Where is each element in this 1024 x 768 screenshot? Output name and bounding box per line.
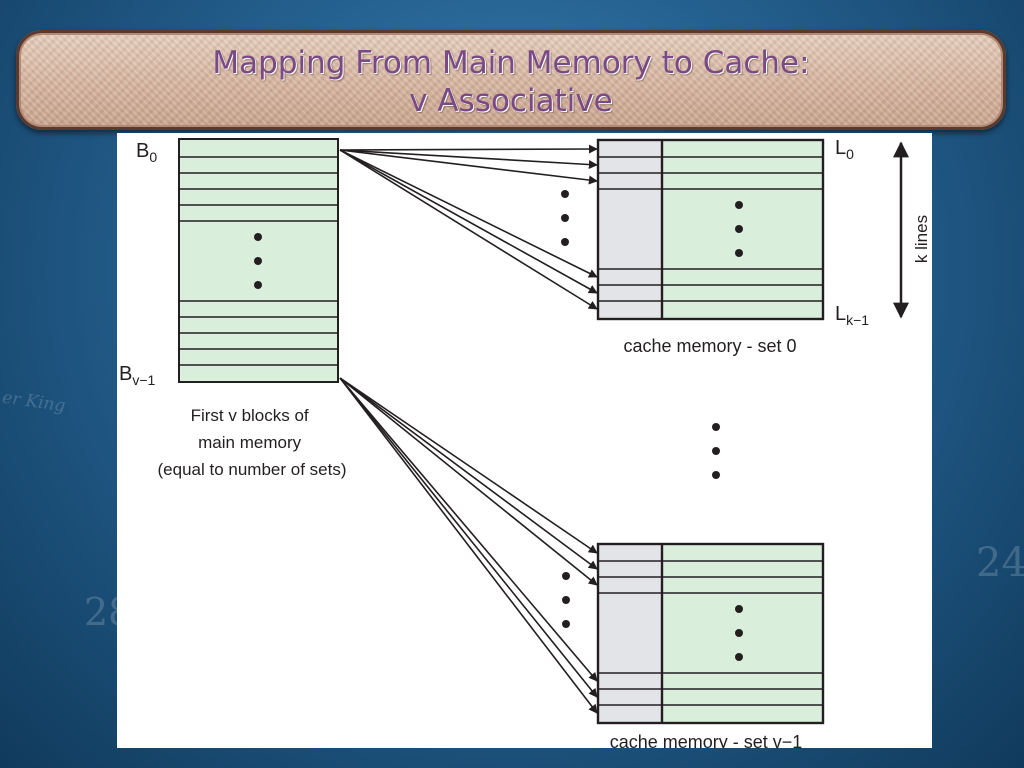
- block-label-last: Bv−1: [119, 363, 156, 388]
- mapping-arrows-block-0: [339, 144, 598, 310]
- cache-set-0-frame: [596, 138, 825, 321]
- k-lines-label: k lines: [912, 215, 931, 263]
- slide-title-line-1: Mapping From Main Memory to Cache:: [212, 45, 810, 81]
- ellipsis-icon: [735, 605, 743, 661]
- ellipsis-icon: [562, 572, 570, 628]
- background-watermark-number: 24: [976, 540, 1024, 586]
- line-label-last: Lk−1: [835, 303, 869, 328]
- cache-set-0: [561, 138, 825, 321]
- cache-set-v-minus-1-tag-column: [598, 544, 662, 723]
- diagram-panel: B0 Bv−1 First v blocks of main memory (e…: [117, 133, 932, 748]
- set-v-minus-1-caption: cache memory - set v−1: [610, 732, 803, 748]
- ellipsis-icon: [254, 233, 262, 289]
- main-memory-caption: First v blocks of main memory (equal to …: [158, 406, 347, 479]
- cache-set-0-tag-column: [598, 140, 662, 319]
- background-watermark-text: er King: [0, 387, 67, 417]
- ellipsis-icon: [561, 190, 569, 246]
- block-label-first: B0: [136, 140, 157, 165]
- line-label-first: L0: [835, 137, 854, 162]
- main-memory-dividers: [179, 156, 338, 366]
- slide-title: Mapping From Main Memory to Cache: v Ass…: [16, 44, 1006, 120]
- mapping-arrows-block-v-minus-1: [339, 377, 598, 714]
- ellipsis-icon: [712, 423, 720, 479]
- main-memory-blocks: [178, 138, 339, 383]
- title-banner: Mapping From Main Memory to Cache: v Ass…: [16, 30, 1006, 130]
- cache-set-v-minus-1-frame: [596, 542, 825, 725]
- cache-set-v-minus-1: [562, 542, 825, 725]
- set-0-caption: cache memory - set 0: [623, 336, 796, 356]
- ellipsis-icon: [735, 201, 743, 257]
- slide-title-line-2: v Associative: [409, 83, 613, 119]
